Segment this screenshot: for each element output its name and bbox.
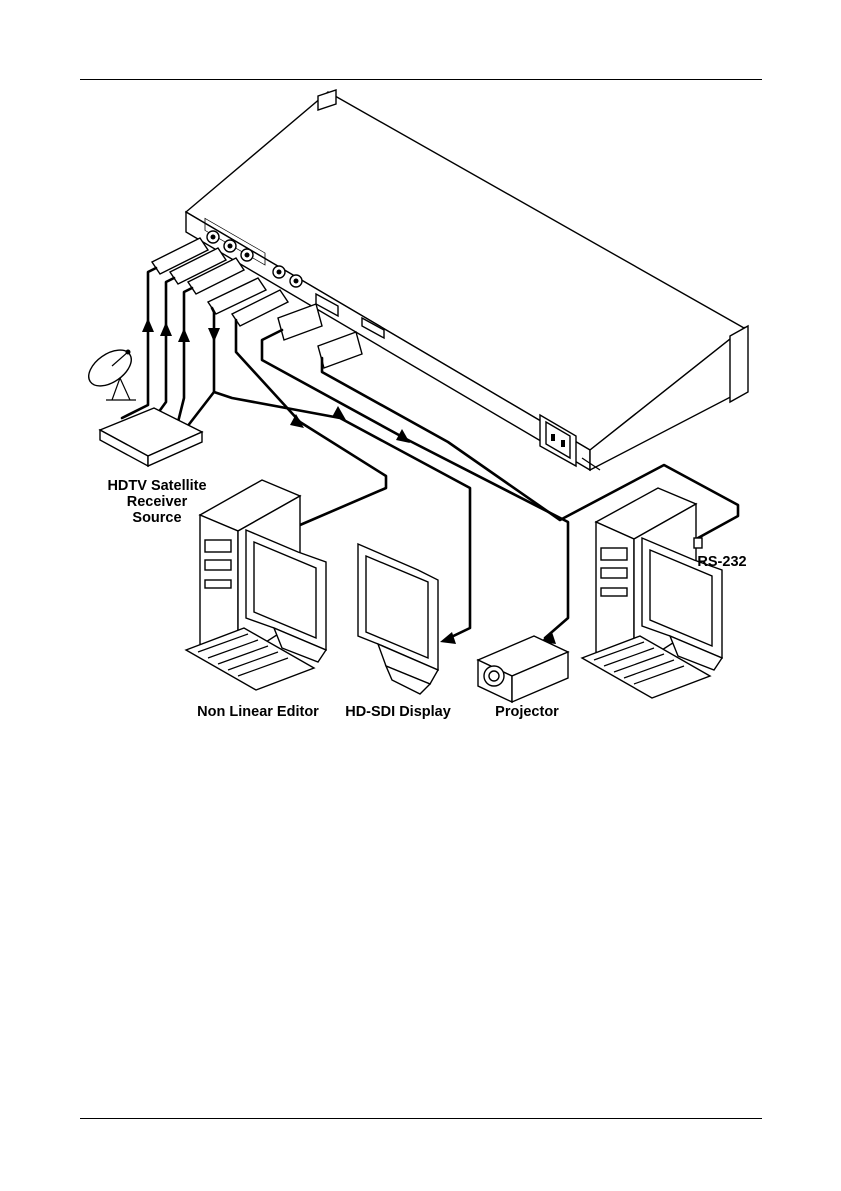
- rs232-label: RS-232: [697, 554, 746, 570]
- computer-icon: [582, 488, 722, 698]
- display-label: HD-SDI Display: [345, 704, 451, 720]
- projector-label: Projector: [495, 704, 559, 720]
- source-label-line3: Source: [132, 510, 181, 526]
- source-label-line2: Receiver: [127, 494, 188, 510]
- projector-icon: [478, 636, 568, 702]
- monitor-icon: [358, 544, 438, 694]
- rack-device-icon: [186, 90, 748, 470]
- editor-label: Non Linear Editor: [197, 704, 319, 720]
- computer-workstation-icon: [186, 480, 326, 690]
- receiver-box-icon: [100, 408, 202, 466]
- source-label-line1: HDTV Satellite: [107, 478, 206, 494]
- satellite-dish-icon: [82, 343, 137, 400]
